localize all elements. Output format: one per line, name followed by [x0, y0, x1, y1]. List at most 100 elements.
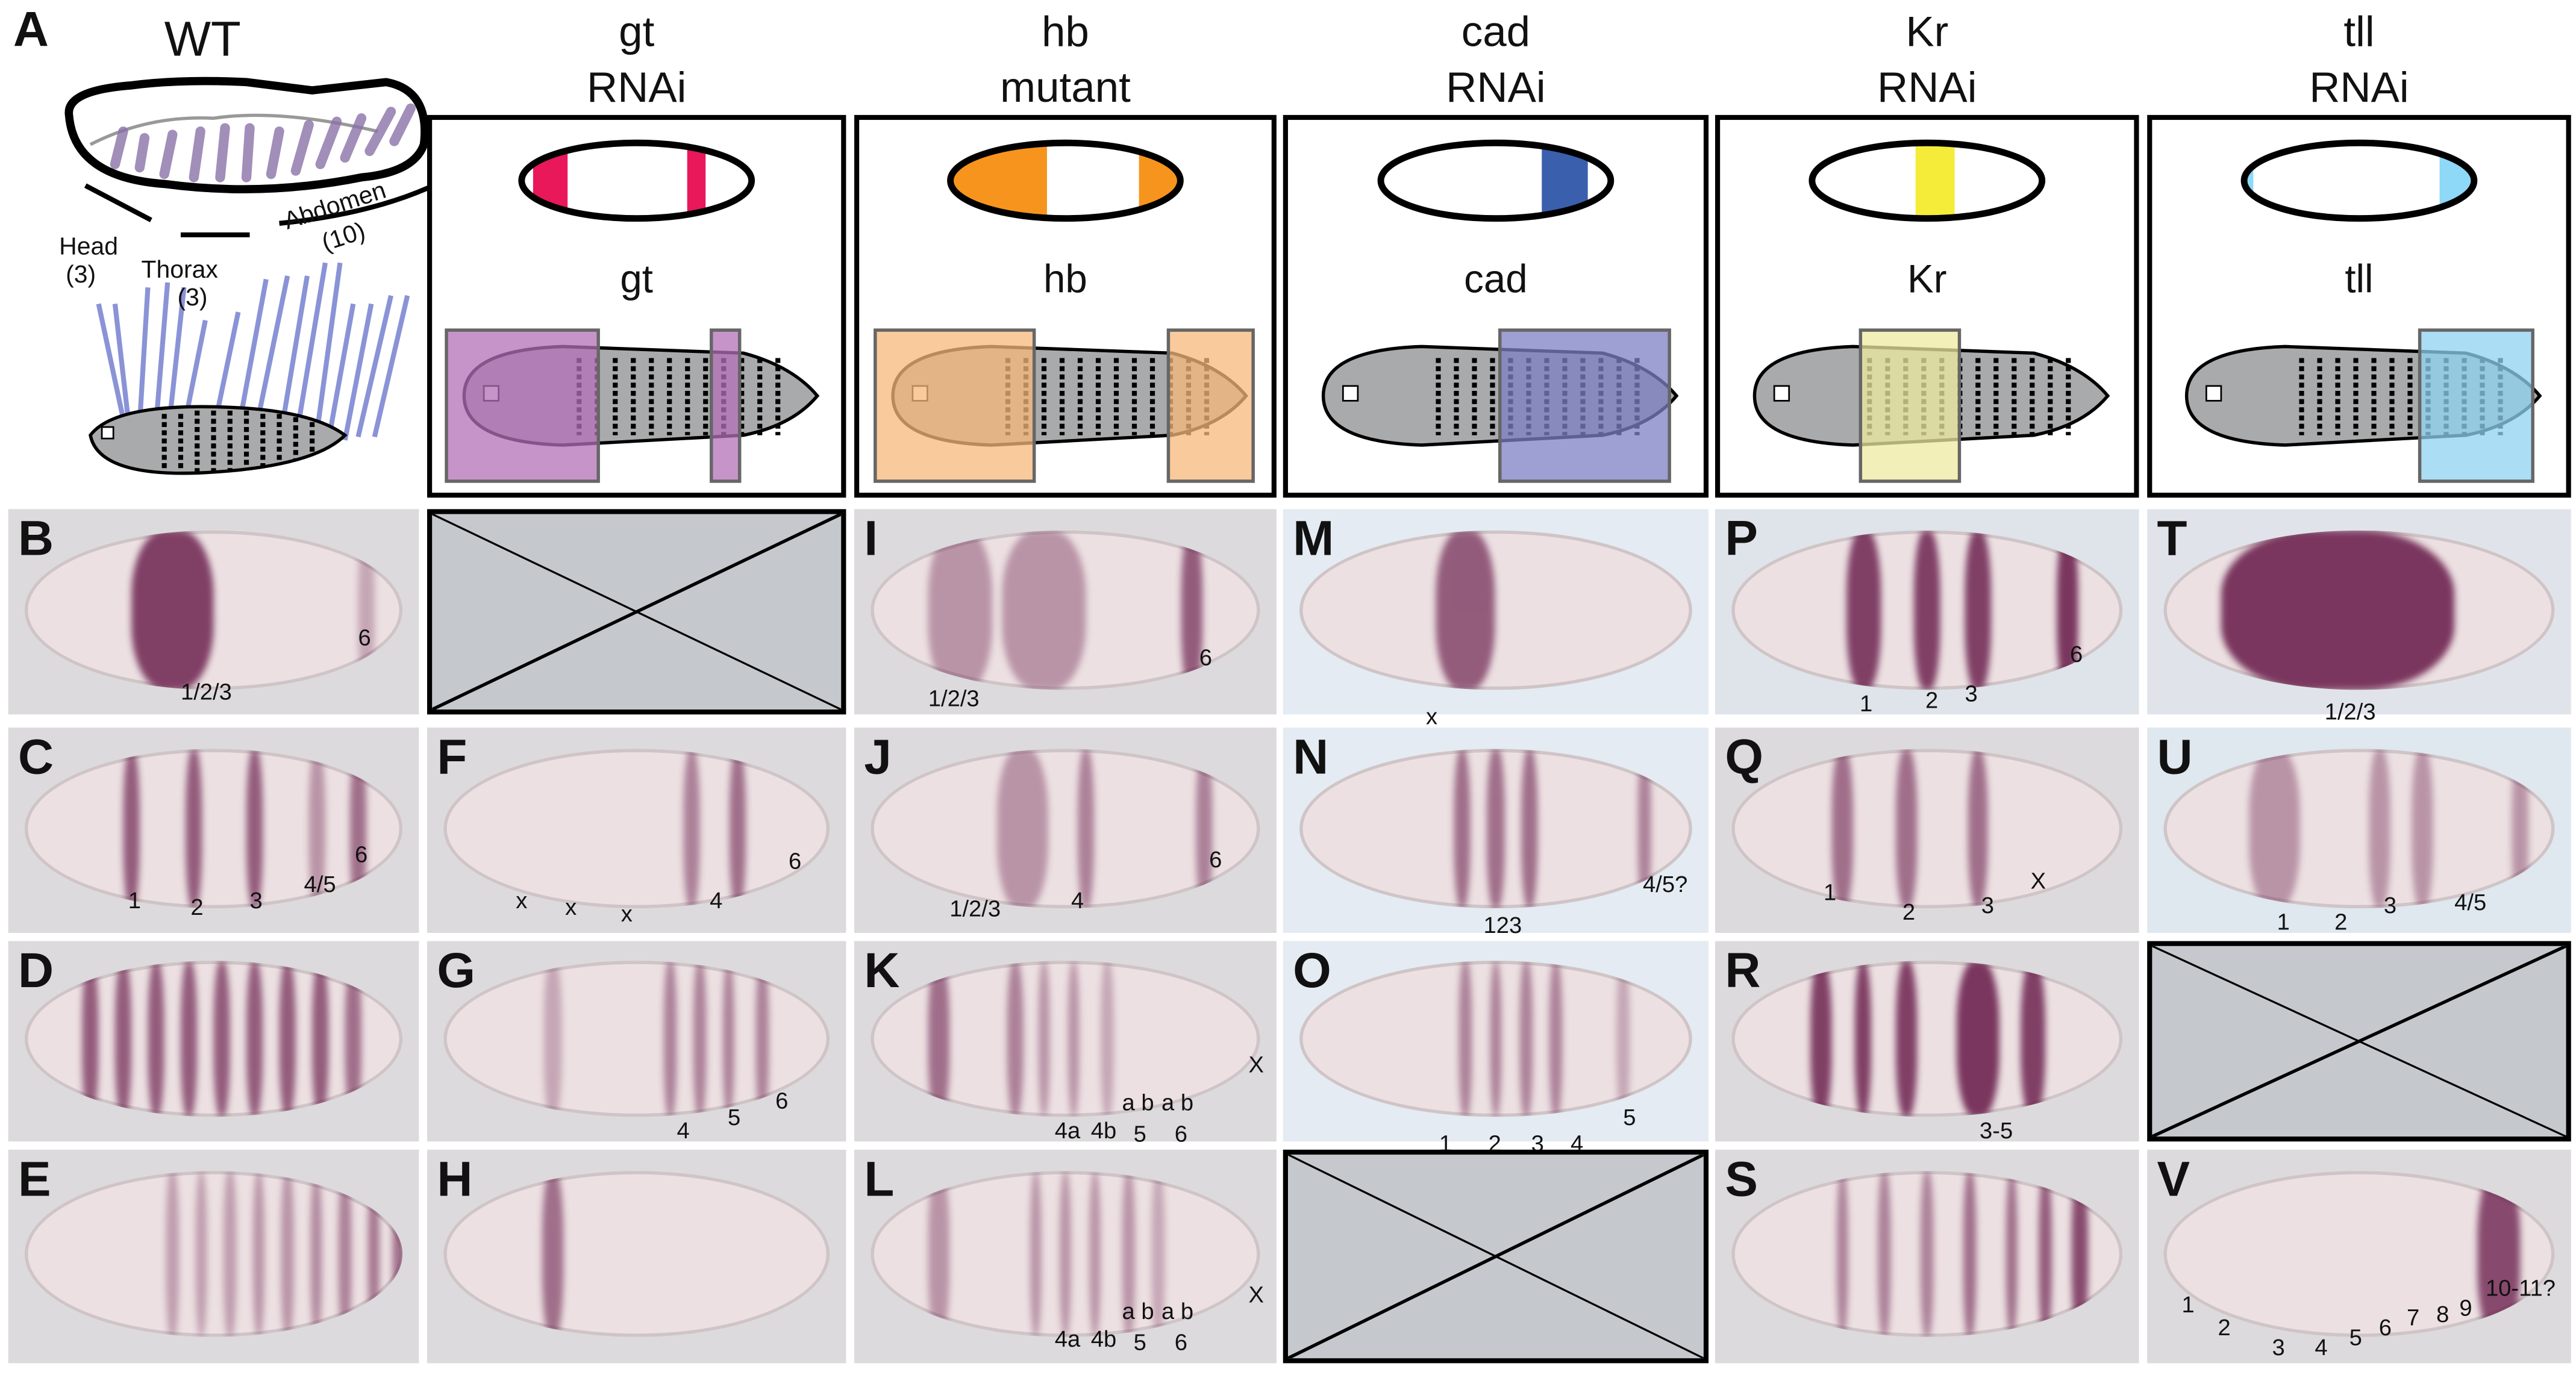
panel-letter: Q — [1725, 731, 1764, 785]
schematic-box-cad: cad — [1283, 114, 1709, 498]
deleted-region-overlay — [1859, 328, 1962, 483]
panel-H: H — [427, 1149, 846, 1364]
segment-annotation: X — [1248, 1281, 1265, 1308]
expression-stripe — [728, 748, 746, 909]
expression-stripe — [1067, 961, 1080, 1118]
segment-annotation: 1 — [2181, 1291, 2195, 1318]
segment-annotation: a b — [1122, 1089, 1154, 1115]
panel-J: J — [854, 728, 1277, 933]
region-thorax-label: Thorax — [141, 256, 218, 284]
embryo-image — [1300, 748, 1692, 909]
expression-stripe — [2020, 961, 2046, 1118]
schematic-tll — [2184, 139, 2542, 483]
embryo-image — [443, 1171, 830, 1338]
expression-stripe — [1088, 1171, 1101, 1338]
segment-annotation: 4 — [710, 887, 723, 914]
embryo-image — [24, 748, 403, 909]
expression-stripe — [928, 529, 992, 690]
expression-stripe — [148, 961, 164, 1118]
segment-annotation: 6 — [358, 624, 371, 650]
segment-annotation: 6 — [2378, 1314, 2392, 1341]
segment-annotation: 6 — [1209, 846, 1222, 873]
cross-out-icon — [1288, 1155, 1704, 1358]
panel-L: L — [854, 1149, 1277, 1364]
segment-annotation: 3 — [249, 887, 263, 914]
diagram-gene-label: cad — [1464, 258, 1528, 302]
wt-title: WT — [164, 13, 241, 67]
expression-stripe — [166, 1171, 179, 1338]
panel-letter: U — [2157, 731, 2193, 785]
segment-annotation: a b — [1161, 1297, 1194, 1324]
expression-stripe — [308, 748, 325, 909]
diagram-gene-label: tll — [2345, 258, 2374, 302]
segment-annotation: 2 — [1902, 898, 1916, 925]
expression-stripe — [1196, 748, 1213, 909]
cross-out-icon — [432, 514, 841, 710]
panel-N: N — [1283, 728, 1709, 933]
segment-annotation: x — [621, 900, 633, 927]
segment-annotation: 6 — [2070, 640, 2083, 667]
expression-stripe — [123, 748, 140, 909]
segment-annotation: 4/5? — [1643, 870, 1688, 897]
expression-stripe — [252, 1171, 265, 1338]
segment-annotation: 1 — [128, 887, 141, 914]
condition-name: RNAi — [1877, 62, 1977, 112]
schematic-box-gt: gt — [427, 114, 846, 498]
condition-name: RNAi — [1446, 62, 1546, 112]
segment-annotation: 3 — [2272, 1333, 2285, 1360]
region-thorax-count: (3) — [177, 284, 208, 313]
embryo-image — [2164, 529, 2554, 690]
segment-annotation: 1/2/3 — [928, 685, 980, 711]
expression-stripe — [542, 1171, 563, 1338]
expression-stripe — [1152, 1171, 1165, 1338]
expression-stripe — [2056, 529, 2078, 690]
embryo-image — [871, 1171, 1260, 1338]
panel-letter: J — [864, 731, 892, 785]
segment-annotation: X — [2030, 867, 2046, 894]
expression-stripe — [392, 1171, 403, 1338]
panel-letter: P — [1725, 512, 1758, 567]
gene-name: hb — [1042, 6, 1089, 56]
segment-annotation: 9 — [2459, 1294, 2472, 1321]
expression-stripe — [1122, 1171, 1136, 1338]
panel-a-letter: A — [13, 3, 49, 58]
expression-stripe — [82, 961, 99, 1118]
segment-annotation: 123 — [1483, 911, 1522, 938]
schematic-box-tll: tll — [2147, 114, 2571, 498]
panel-letter: R — [1725, 944, 1761, 999]
expression-stripe — [755, 961, 769, 1118]
segment-annotation: 8 — [2436, 1300, 2449, 1327]
segment-annotation: x — [516, 887, 528, 914]
segment-annotation: 10-11? — [2485, 1274, 2556, 1301]
embryo-image — [24, 1171, 403, 1338]
gene-name: tll — [2343, 6, 2375, 56]
panel-letter: F — [437, 731, 467, 785]
expression-stripe — [1617, 961, 1630, 1118]
schematic-cad — [1321, 139, 1679, 483]
schematic-box-hb: hb — [854, 114, 1277, 498]
expression-stripe — [722, 961, 736, 1118]
expression-stripe — [357, 529, 374, 690]
segment-annotation: 4 — [2315, 1333, 2328, 1360]
segment-annotation: 3 — [2383, 891, 2397, 918]
panel-letter: I — [864, 512, 878, 567]
expression-stripe — [544, 961, 561, 1118]
schematic-hb — [874, 139, 1255, 483]
embryo-image — [1732, 529, 2122, 690]
expression-stripe — [928, 1171, 949, 1338]
expression-stripe — [1836, 1171, 1849, 1338]
expression-domain — [1915, 143, 1955, 219]
panel-C: C — [8, 728, 419, 933]
segment-annotation: 6 — [1199, 643, 1212, 670]
expression-stripe — [1459, 961, 1473, 1118]
expression-stripe — [1519, 961, 1532, 1118]
expression-stripe — [1914, 529, 1940, 690]
wt-embryo-diagram — [64, 76, 428, 475]
segment-annotation: 2 — [2334, 908, 2348, 935]
expression-stripe — [1956, 961, 1999, 1118]
expression-stripe — [2369, 748, 2391, 909]
expression-stripe — [1487, 748, 1505, 909]
